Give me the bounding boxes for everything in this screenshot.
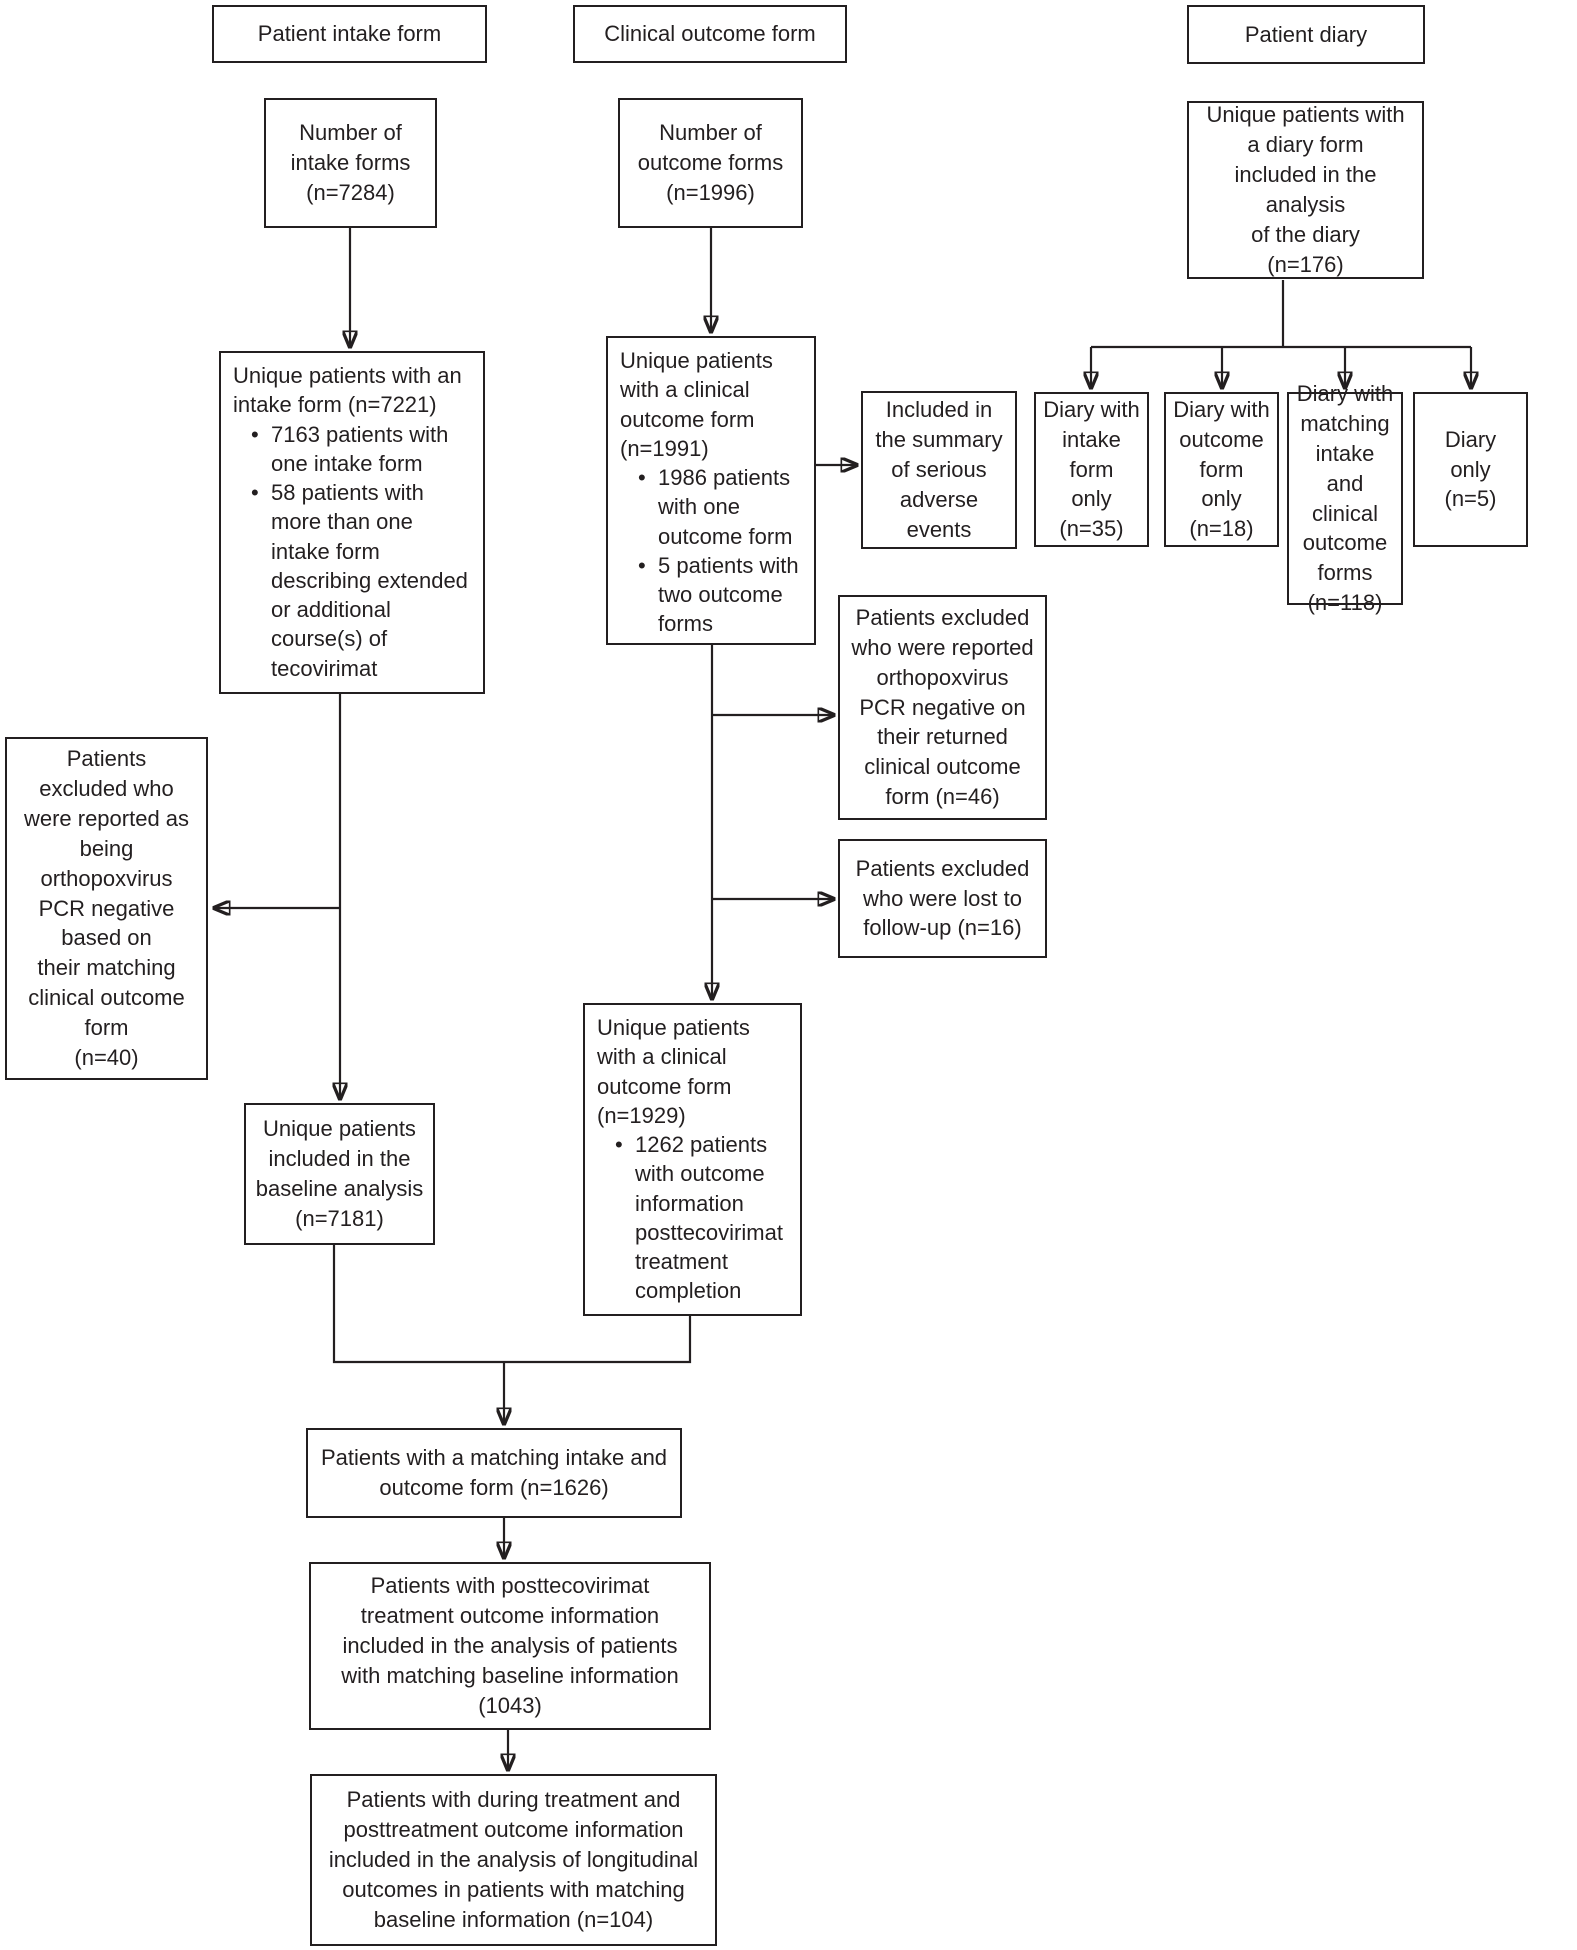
node-diary-with-matching-forms: Diary with matching intake and clinical … [1287, 381, 1403, 615]
node-longitudinal-analysis-104: Patients with during treatment and postt… [310, 1774, 717, 1946]
line-merge-bar [332, 1245, 692, 1364]
node-text: Patients with during treatment and postt… [328, 1787, 699, 1932]
node-clinical-outcome-form-header: Clinical outcome form [573, 5, 847, 63]
bullet-item: 58 patients with more than one intake fo… [249, 478, 468, 683]
bullet-item: 1262 patients with outcome information p… [613, 1130, 783, 1306]
node-title: Unique patients with an intake form (n=7… [233, 363, 462, 418]
node-text: Included in the summary of serious adver… [875, 397, 1003, 542]
node-text: Number of outcome forms (n=1996) [637, 120, 784, 205]
node-text: Number of intake forms (n=7284) [290, 120, 411, 205]
node-serious-adverse-events-summary: Included in the summary of serious adver… [861, 391, 1017, 549]
node-baseline-analysis: Unique patients included in the baseline… [244, 1103, 435, 1245]
node-title: Unique patients with a clinical outcome … [620, 348, 773, 461]
node-excluded-pcr-negative-matching: Patients excluded who were reported as b… [5, 737, 208, 1080]
bullet-list: 1262 patients with outcome information p… [597, 1130, 783, 1306]
node-patient-diary-header: Patient diary [1187, 5, 1425, 64]
node-text: Diary with intake form only (n=35) [1043, 396, 1140, 542]
node-text: Patient intake form [257, 21, 442, 47]
node-text: Diary with matching intake and clinical … [1296, 380, 1394, 616]
bullet-list: 7163 patients with one intake form 58 pa… [233, 420, 468, 683]
node-number-of-outcome-forms: Number of outcome forms (n=1996) [618, 98, 803, 228]
node-diary-only: Diary only (n=5) [1413, 392, 1528, 547]
node-unique-intake-patients: Unique patients with an intake form (n=7… [219, 351, 485, 694]
node-posttecovirimat-analysis-1043: Patients with posttecovirimat treatment … [309, 1562, 711, 1730]
node-text: Patients with a matching intake and outc… [320, 1445, 668, 1500]
node-number-of-intake-forms: Number of intake forms (n=7284) [264, 98, 437, 228]
bullet-list: 1986 patients with one outcome form 5 pa… [620, 463, 799, 639]
node-text: Clinical outcome form [604, 21, 816, 47]
node-unique-outcome-patients-1929: Unique patients with a clinical outcome … [583, 1003, 802, 1316]
node-text: Patients excluded who were reported orth… [851, 604, 1034, 810]
bullet-item: 7163 patients with one intake form [249, 420, 468, 479]
node-title: Unique patients with a clinical outcome … [597, 1015, 750, 1128]
node-text: Unique patients with a diary form includ… [1206, 102, 1405, 277]
node-diary-with-outcome-only: Diary with outcome form only (n=18) [1164, 392, 1279, 547]
node-text: Patients excluded who were lost to follo… [855, 855, 1030, 941]
node-unique-outcome-patients-1991: Unique patients with a clinical outcome … [606, 336, 816, 645]
node-excluded-lost-to-followup: Patients excluded who were lost to follo… [838, 839, 1047, 958]
node-unique-diary-patients: Unique patients with a diary form includ… [1187, 101, 1424, 279]
node-text: Patients with posttecovirimat treatment … [341, 1573, 679, 1718]
node-diary-with-intake-only: Diary with intake form only (n=35) [1034, 392, 1149, 547]
bullet-item: 1986 patients with one outcome form [636, 463, 799, 551]
node-matching-intake-outcome-1626: Patients with a matching intake and outc… [306, 1428, 682, 1518]
node-text: Unique patients included in the baseline… [255, 1116, 424, 1231]
node-patient-intake-form-header: Patient intake form [212, 5, 487, 63]
bullet-item: 5 patients with two outcome forms [636, 551, 799, 639]
node-text: Patient diary [1244, 21, 1368, 47]
node-text: Diary only (n=5) [1444, 426, 1497, 512]
node-excluded-pcr-negative-returned: Patients excluded who were reported orth… [838, 595, 1047, 820]
node-text: Patients excluded who were reported as b… [23, 746, 190, 1071]
node-text: Diary with outcome form only (n=18) [1173, 396, 1270, 542]
